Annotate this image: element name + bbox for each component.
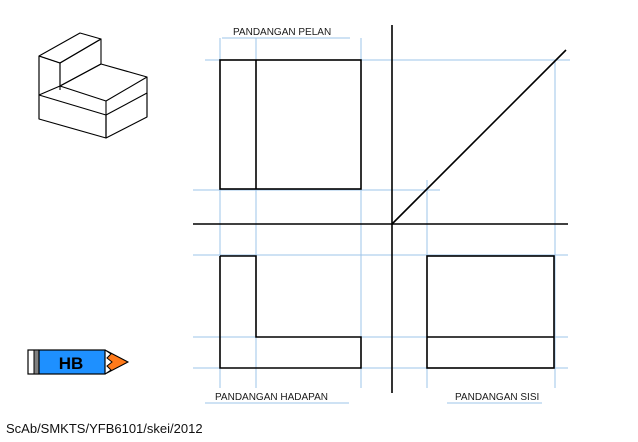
- iso-seat-face: [59, 63, 148, 102]
- pencil-grade-text: HB: [59, 354, 84, 373]
- front-view-label: PANDANGAN HADAPAN: [215, 392, 328, 403]
- side-outline: [426, 255, 555, 369]
- reference-axes: [193, 25, 568, 393]
- projection-lines: [193, 37, 570, 404]
- iso-front-right-face: [105, 92, 148, 139]
- credit-text: ScAb/SMKTS/YFB6101/skei/2012: [6, 421, 203, 436]
- iso-back-right-face: [59, 38, 102, 87]
- iso-top-face: [38, 32, 102, 64]
- iso-back-left-face: [38, 55, 61, 96]
- pencil-ferrule: [33, 349, 40, 375]
- pencil-tip: [104, 349, 130, 375]
- miter-line: [391, 49, 567, 225]
- plan-view-label: PANDANGAN PELAN: [233, 27, 332, 38]
- pencil-icon: HB: [27, 349, 130, 375]
- iso-front-left-face: [38, 94, 107, 139]
- isometric-block-sketch: [38, 32, 148, 139]
- plan-outline: [219, 59, 362, 190]
- front-view: [219, 255, 362, 369]
- side-view-label: PANDANGAN SISI: [455, 392, 540, 403]
- side-view: [426, 255, 555, 369]
- front-outline: [219, 255, 362, 369]
- plan-view: [219, 59, 362, 190]
- pencil-body: [38, 349, 106, 375]
